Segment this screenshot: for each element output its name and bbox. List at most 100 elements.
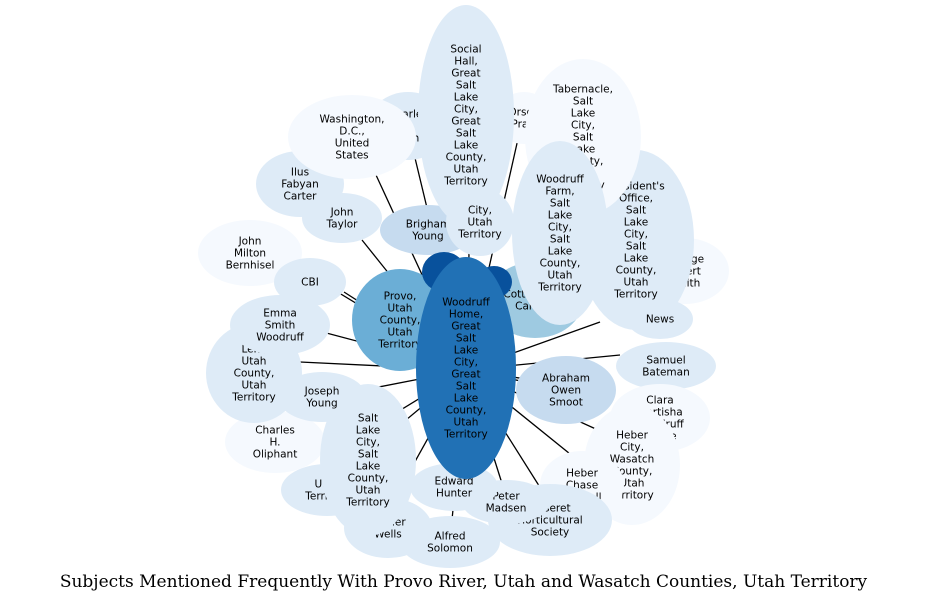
node-label-samuel-bateman: Samuel	[646, 355, 685, 367]
node-shape-woodruff-farm	[512, 141, 608, 325]
node-label-slc-territory-mid: Territory	[457, 229, 502, 241]
node-label-woodruff-home: Great	[451, 369, 480, 381]
node-label-salt-lake-city-county: Salt	[358, 449, 378, 461]
node-shape-samuel-bateman	[616, 342, 716, 390]
node-label-woodruff-home: County,	[446, 405, 487, 417]
node-label-john-taylor: John	[330, 207, 354, 219]
node-label-lehi-utah-county: Utah	[242, 356, 267, 368]
node-label-provo-utah-county: Territory	[377, 339, 422, 351]
node-label-lehi-utah-county: Territory	[231, 392, 276, 404]
node-social-hall[interactable]: SocialHall,GreatSaltLakeCity,GreatSaltLa…	[418, 5, 514, 225]
node-label-salt-lake-city-county: City,	[356, 437, 380, 449]
node-label-salt-lake-city-county: Territory	[345, 497, 390, 509]
node-label-tabernacle-slc: Salt	[573, 96, 593, 108]
node-label-woodruff-farm: Woodruff	[536, 174, 584, 186]
node-label-presidents-office: Salt	[626, 241, 646, 253]
node-shape-abraham-owen-smoot	[516, 356, 616, 424]
node-shape-john-taylor	[302, 193, 382, 243]
node-label-presidents-office: Office,	[619, 193, 653, 205]
node-label-social-hall: Lake	[454, 140, 478, 152]
node-label-woodruff-farm: City,	[548, 222, 572, 234]
node-label-social-hall: Utah	[454, 164, 479, 176]
node-label-salt-lake-city-county: County,	[348, 473, 389, 485]
node-label-washington-dc: D.C.,	[339, 126, 364, 138]
node-label-salt-lake-city-county: Salt	[358, 413, 378, 425]
node-label-lehi-utah-county: Utah	[242, 380, 267, 392]
node-label-washington-dc: Washington,	[319, 114, 384, 126]
node-label-woodruff-farm: Lake	[548, 210, 572, 222]
node-label-washington-dc: United	[335, 138, 370, 150]
node-label-woodruff-home: Territory	[443, 429, 488, 441]
node-label-provo-utah-county: Provo,	[384, 291, 417, 303]
node-label-joseph-young: Young	[305, 398, 337, 410]
node-label-social-hall: Lake	[454, 92, 478, 104]
node-label-woodruff-home: Home,	[449, 309, 483, 321]
node-label-charles-h-oliphant: Oliphant	[253, 449, 298, 461]
node-woodruff-home[interactable]: WoodruffHome,GreatSaltLakeCity,GreatSalt…	[416, 257, 516, 479]
node-label-brigham-young: Brigham	[406, 219, 450, 231]
node-label-social-hall: Salt	[456, 80, 476, 92]
node-label-brigham-young: Young	[411, 231, 443, 243]
node-label-social-hall: Great	[451, 116, 480, 128]
node-label-presidents-office: County,	[616, 265, 657, 277]
node-label-woodruff-farm: Salt	[550, 198, 570, 210]
node-label-emma-smith-woodruff: Emma	[263, 308, 297, 320]
node-label-presidents-office: Utah	[624, 277, 649, 289]
node-salt-lake-city-county[interactable]: SaltLakeCity,SaltLakeCounty,UtahTerritor…	[320, 384, 416, 536]
node-label-social-hall: City,	[454, 104, 478, 116]
node-shape-slc-territory-mid	[446, 188, 514, 256]
node-label-abraham-owen-smoot: Owen	[551, 385, 581, 397]
node-label-woodruff-home: Salt	[456, 381, 476, 393]
node-label-provo-utah-county: Utah	[388, 327, 413, 339]
node-label-presidents-office: Salt	[626, 205, 646, 217]
node-label-ilus-fabyan-carter: Carter	[284, 191, 318, 203]
node-label-provo-utah-county: Utah	[388, 303, 413, 315]
node-shape-washington-dc	[288, 95, 416, 179]
node-label-joseph-young: Joseph	[304, 386, 340, 398]
node-label-presidents-office: Lake	[624, 253, 648, 265]
node-label-ilus-fabyan-carter: Fabyan	[281, 179, 318, 191]
node-news[interactable]: News	[627, 299, 693, 339]
node-label-presidents-office: Lake	[624, 217, 648, 229]
node-label-social-hall: Salt	[456, 128, 476, 140]
node-shape-salt-lake-city-county	[320, 384, 416, 536]
node-label-abraham-owen-smoot: Smoot	[549, 397, 583, 409]
node-label-john-milton-bernhisel: Bernhisel	[226, 260, 275, 272]
node-shape-joseph-young	[278, 372, 366, 422]
node-label-presidents-office: Territory	[613, 289, 658, 301]
node-label-lehi-utah-county: County,	[234, 368, 275, 380]
node-label-woodruff-home: Utah	[454, 417, 479, 429]
node-label-tabernacle-slc: Salt	[573, 132, 593, 144]
node-label-tabernacle-slc: Tabernacle,	[552, 84, 613, 96]
node-label-cbi: CBI	[301, 277, 319, 289]
node-label-john-milton-bernhisel: Milton	[234, 248, 266, 260]
node-label-salt-lake-city-county: Lake	[356, 425, 380, 437]
node-label-woodruff-home: Salt	[456, 333, 476, 345]
node-shape-john-milton-bernhisel	[198, 220, 302, 286]
node-label-charles-h-oliphant: H.	[269, 437, 280, 449]
node-label-woodruff-home: Lake	[454, 345, 478, 357]
node-label-provo-utah-county: County,	[380, 315, 421, 327]
node-label-salt-lake-city-county: Utah	[356, 485, 381, 497]
node-label-woodruff-farm: Salt	[550, 234, 570, 246]
node-layer: CharlesH.OliphantLehi,UtahCounty,UtahTer…	[198, 5, 729, 568]
node-label-heber-city: Utah	[620, 478, 645, 490]
node-label-slc-territory-mid: City,	[468, 205, 492, 217]
node-label-woodruff-farm: Lake	[548, 246, 572, 258]
node-cbi[interactable]: CBI	[274, 258, 346, 306]
node-label-john-taylor: Taylor	[326, 219, 359, 231]
node-woodruff-farm[interactable]: WoodruffFarm,SaltLakeCity,SaltLakeCounty…	[512, 141, 608, 325]
node-label-woodruff-home: Great	[451, 321, 480, 333]
node-shape-news	[627, 299, 693, 339]
